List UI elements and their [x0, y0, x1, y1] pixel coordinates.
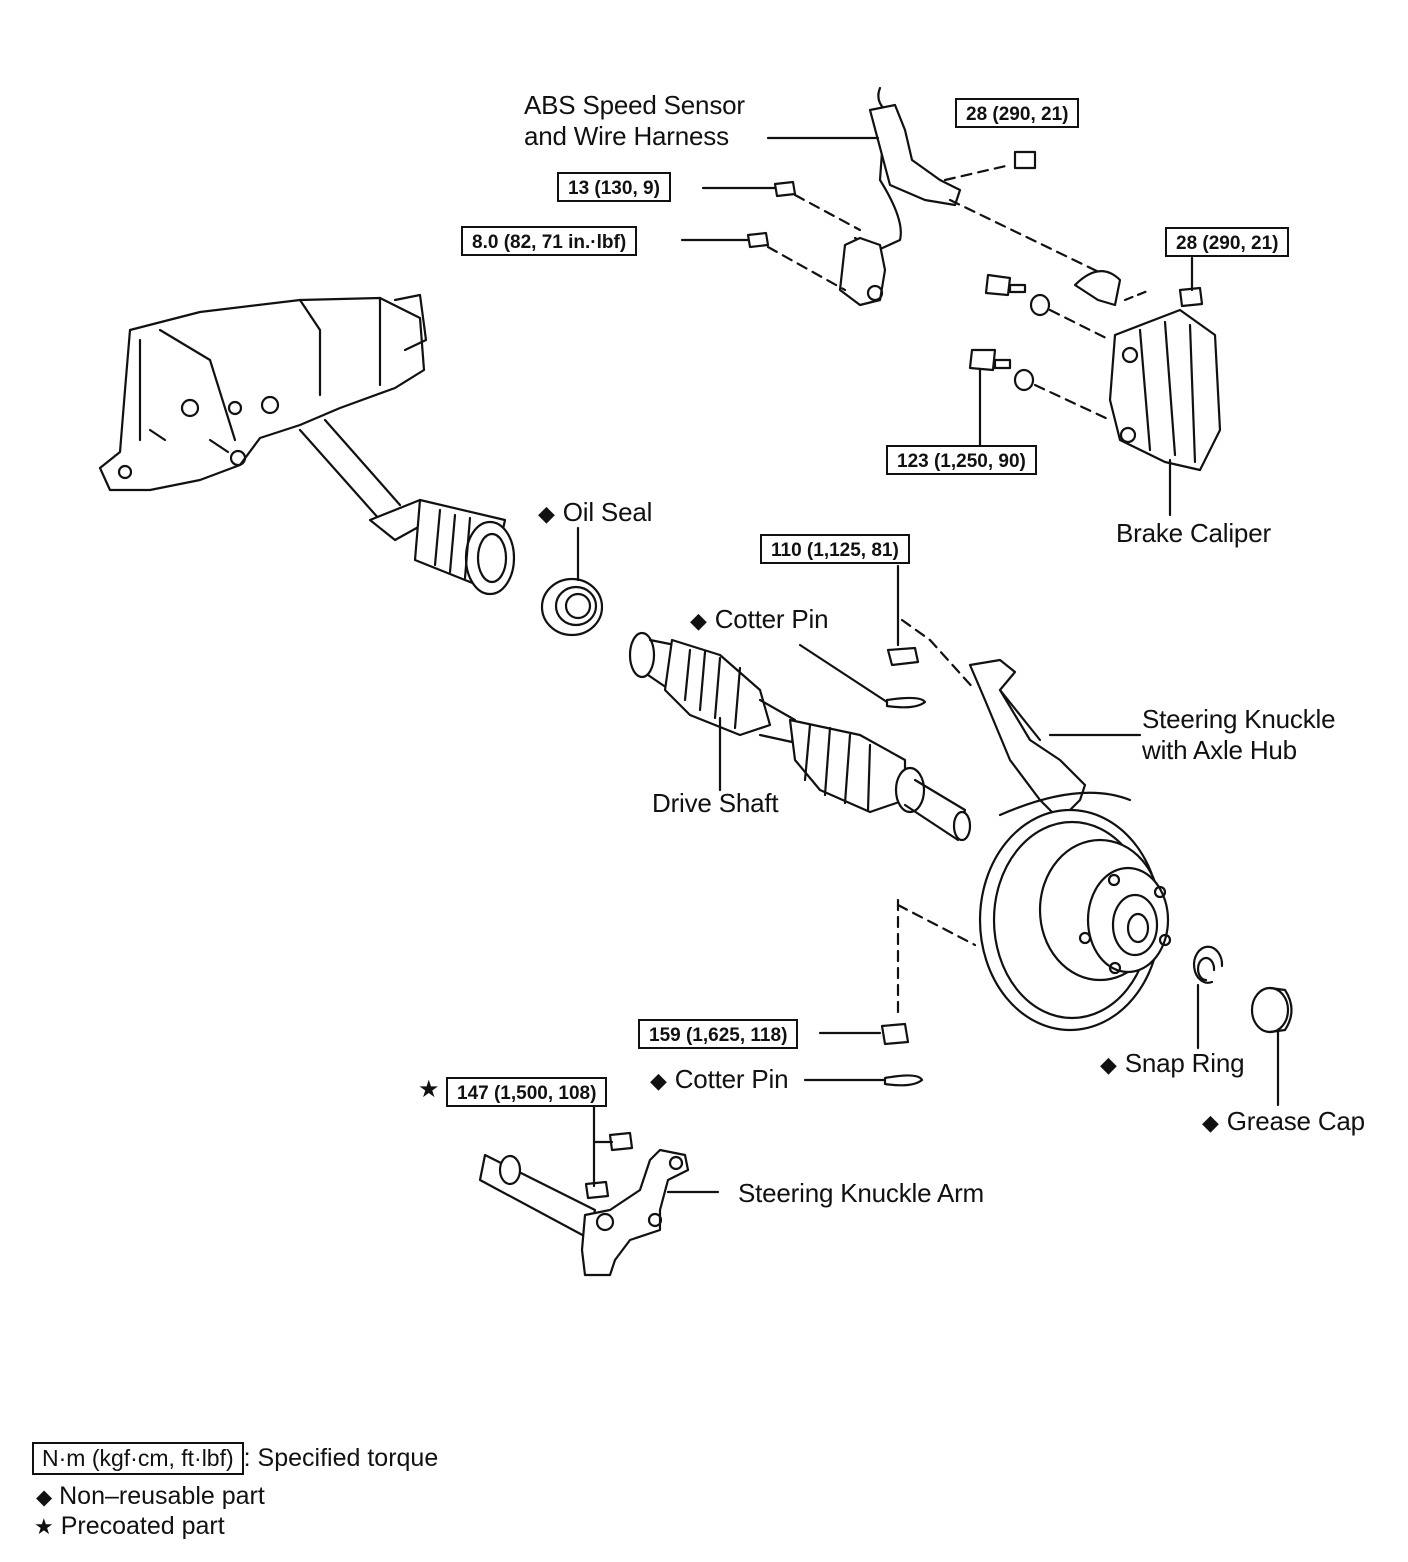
abs-sensor-harness [680, 86, 1107, 307]
upper-cotter-pin-nut [798, 564, 977, 709]
oil-seal-part [540, 526, 604, 637]
torque-arm-bolt: 147 (1,500, 108) [446, 1077, 608, 1107]
legend-non-reusable-text: Non–reusable part [59, 1482, 265, 1510]
non-reusable-marker: ◆ [690, 608, 707, 633]
legend-non-reusable: ◆ Non–reusable part [36, 1482, 265, 1511]
brake-caliper-label: Brake Caliper [1116, 518, 1271, 548]
drive-shaft-part [628, 631, 972, 842]
oil-seal-label: ◆ Oil Seal [538, 497, 652, 529]
precoated-marker: ★ [418, 1076, 440, 1103]
abs-speed-sensor-line-1: ABS Speed Sensor [524, 90, 745, 120]
torque-caliper-tube: 28 (290, 21) [1165, 227, 1290, 257]
snap-ring-text: Snap Ring [1124, 1048, 1245, 1078]
non-reusable-marker: ◆ [538, 501, 555, 526]
steering-knuckle-label: Steering Knuckle with Axle Hub [1142, 704, 1336, 766]
cotter-pin-upper-text: Cotter Pin [714, 604, 829, 634]
steering-knuckle-hub [968, 658, 1172, 1032]
drive-shaft-label: Drive Shaft [652, 788, 779, 818]
differential-housing [98, 293, 428, 492]
torque-upper-nut: 110 (1,125, 81) [760, 534, 910, 564]
snap-ring-label: ◆ Snap Ring [1100, 1048, 1245, 1080]
grease-cap-part [1250, 986, 1293, 1107]
snap-ring-part [1192, 945, 1224, 1050]
oil-seal-text: Oil Seal [562, 497, 653, 527]
grease-cap-text: Grease Cap [1226, 1106, 1365, 1136]
torque-lower-nut: 159 (1,625, 118) [638, 1019, 799, 1049]
brake-caliper-part [1073, 256, 1222, 517]
legend-precoated-text: Precoated part [60, 1512, 225, 1540]
steering-knuckle-line-2: with Axle Hub [1142, 735, 1297, 765]
legend-precoated: ★ Precoated part [34, 1512, 225, 1541]
cotter-pin-upper-label: ◆ Cotter Pin [690, 604, 829, 636]
cotter-pin-lower-text: Cotter Pin [674, 1064, 789, 1094]
steering-knuckle-arm-label: Steering Knuckle Arm [738, 1178, 985, 1208]
lower-nut-cotter-pin [803, 898, 977, 1087]
non-reusable-marker: ◆ [1202, 1110, 1219, 1135]
legend-torque: N·m (kgf·cm, ft·lbf): Specified torque [32, 1442, 438, 1475]
abs-speed-sensor-label: ABS Speed Sensor and Wire Harness [524, 90, 745, 152]
torque-caliper-bolt: 123 (1,250, 90) [886, 445, 1037, 475]
cotter-pin-lower-label: ◆ Cotter Pin [650, 1064, 789, 1096]
abs-speed-sensor-line-2: and Wire Harness [524, 121, 729, 151]
legend-precoated-symbol: ★ [34, 1514, 54, 1539]
axle-tube [298, 418, 516, 596]
legend-torque-unit: N·m (kgf·cm, ft·lbf) [32, 1442, 244, 1475]
steering-knuckle-line-1: Steering Knuckle [1142, 704, 1336, 734]
non-reusable-marker: ◆ [650, 1068, 667, 1093]
non-reusable-marker: ◆ [1100, 1052, 1117, 1077]
torque-abs-bracket: 28 (290, 21) [955, 98, 1080, 128]
legend-non-reusable-symbol: ◆ [36, 1486, 53, 1509]
grease-cap-label: ◆ Grease Cap [1202, 1106, 1365, 1138]
legend-torque-desc: : Specified torque [243, 1444, 439, 1472]
steering-knuckle-arm-part [478, 1105, 720, 1277]
torque-abs-bolt-a: 13 (130, 9) [557, 172, 671, 202]
torque-abs-bolt-b: 8.0 (82, 71 in.·lbf) [461, 226, 638, 256]
caliper-bolts [968, 273, 1112, 450]
